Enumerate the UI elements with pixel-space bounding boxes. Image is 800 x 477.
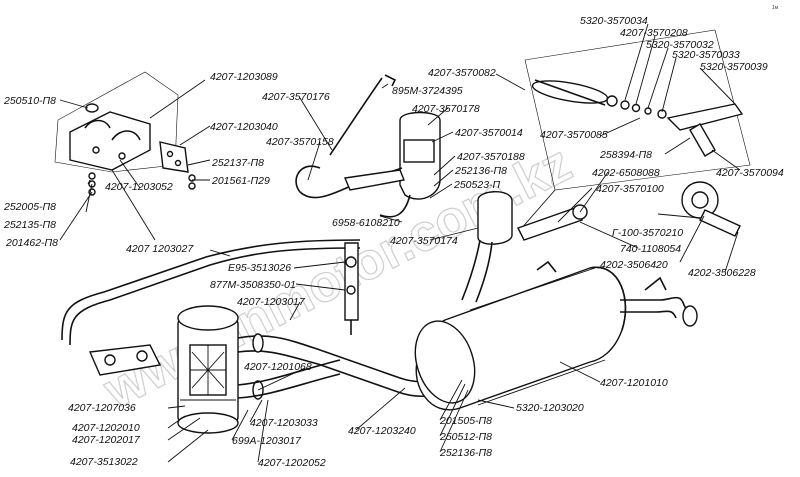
label-3570210: Г-100-3570210 bbox=[612, 227, 683, 239]
label-201505: 201505-П8 bbox=[439, 415, 492, 427]
main-muffler bbox=[414, 266, 627, 411]
label-3506420: 4202-3506420 bbox=[600, 259, 668, 271]
label-3570174: 4207-3570174 bbox=[390, 235, 458, 247]
label-3570176: 4207-3570176 bbox=[262, 91, 330, 103]
label-3508350: 877М-3508350-01 bbox=[210, 279, 296, 291]
label-1203040: 4207-1203040 bbox=[210, 121, 278, 133]
label-3570085: 4207-3570085 bbox=[540, 129, 608, 141]
label-3570100: 4207-3570100 bbox=[596, 183, 664, 195]
label-250510: 250510-П8 bbox=[3, 95, 56, 107]
label-1203020: 5320-1203020 bbox=[516, 402, 584, 414]
label-252135: 252135-П8 bbox=[3, 219, 56, 231]
label-3724395: 895М-3724395 bbox=[392, 85, 463, 97]
label-252005: 252005-П8 bbox=[3, 201, 56, 213]
label-3513026: Е95-3513026 bbox=[228, 262, 291, 274]
label-3506228: 4202-3506228 bbox=[688, 267, 756, 279]
label-201462: 201462-П8 bbox=[5, 237, 58, 249]
label-1203017-b: 699А-1203017 bbox=[232, 435, 302, 447]
exhaust-assembly bbox=[61, 74, 741, 434]
label-252136-b: 252136-П8 bbox=[439, 447, 492, 459]
label-1201010: 4207-1201010 bbox=[600, 377, 668, 389]
label-252136-a: 252136-П8 bbox=[454, 165, 507, 177]
label-1203017-a: 4207-1203017 bbox=[237, 296, 306, 308]
label-1202017: 4207-1202017 bbox=[72, 434, 141, 446]
label-1203240: 4207-1203240 bbox=[348, 425, 416, 437]
label-1202010: 4207-1202010 bbox=[72, 422, 140, 434]
label-201561: 201561-П29 bbox=[211, 175, 270, 187]
label-1203089: 4207-1203089 bbox=[210, 71, 278, 83]
label-6958: 6958-6108210 bbox=[332, 217, 400, 229]
label-3570208: 4207-3570208 bbox=[620, 27, 688, 39]
bracket-detail-callout bbox=[54, 71, 196, 241]
label-3570039: 5320-3570039 bbox=[700, 61, 768, 73]
label-258394: 258394-П8 bbox=[599, 149, 652, 161]
label-1203052: 4207-1203052 bbox=[105, 181, 173, 193]
label-3570188: 4207-3570188 bbox=[457, 151, 525, 163]
label-250512: 250512-П8 bbox=[439, 431, 492, 443]
label-1203027: 4207 1203027 bbox=[126, 243, 194, 255]
label-1201068: 4207-1201068 bbox=[244, 361, 312, 373]
label-250523: 250523-П bbox=[453, 179, 501, 191]
label-1202052: 4207-1202052 bbox=[258, 457, 326, 469]
label-3570158: 4207-3570158 bbox=[266, 136, 334, 148]
part-labels: 250510-П8 252005-П8 252135-П8 201462-П8 … bbox=[3, 15, 784, 469]
label-252137: 252137-П8 bbox=[211, 157, 264, 169]
label-3570082: 4207-3570082 bbox=[428, 67, 496, 79]
label-3570034: 5320-3570034 bbox=[580, 15, 648, 27]
label-3570014: 4207-3570014 bbox=[455, 127, 523, 139]
vertical-silencer bbox=[177, 305, 239, 434]
lever-detail-callout bbox=[519, 29, 751, 231]
leader-lines bbox=[59, 23, 741, 463]
label-3570178: 4207-3570178 bbox=[412, 103, 480, 115]
label-3570032: 5320-3570032 bbox=[646, 39, 714, 51]
label-3570033: 5320-3570033 bbox=[672, 49, 740, 61]
label-6508088: 4202-6508088 bbox=[592, 167, 660, 179]
label-1108054: 740-1108054 bbox=[620, 243, 681, 255]
label-3513022: 4207-3513022 bbox=[70, 456, 138, 468]
label-1203033: 4207-1203033 bbox=[250, 417, 318, 429]
label-1207036: 4207-1207036 bbox=[68, 402, 136, 414]
label-3570094: 4207-3570094 bbox=[716, 167, 784, 179]
corner-mark: 1м bbox=[772, 5, 779, 11]
